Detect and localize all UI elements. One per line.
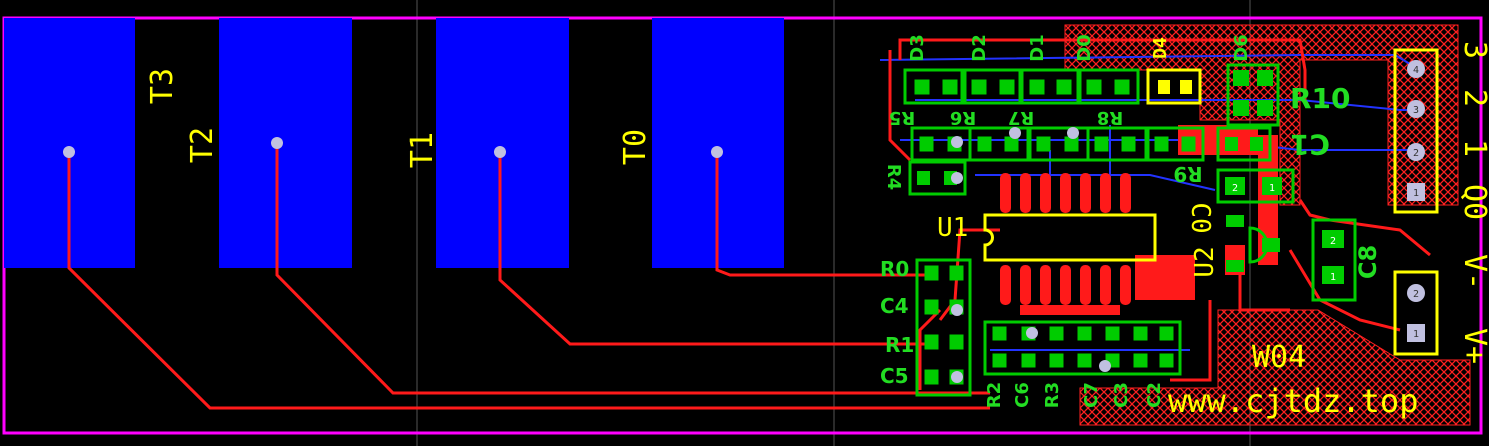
label-d0: D0 bbox=[1074, 34, 1095, 61]
label-c5: C5 bbox=[880, 364, 909, 388]
label-c7: C7 bbox=[1081, 382, 1102, 408]
capacitor-c8: 2 1 bbox=[1311, 218, 1357, 302]
ic-u1 bbox=[983, 173, 1157, 305]
label-r6: R6 bbox=[950, 107, 976, 128]
board-url: www.cjtdz.top bbox=[1168, 382, 1418, 420]
label-u2: U2 bbox=[1190, 246, 1220, 277]
label-r9: R9 bbox=[1173, 162, 1202, 186]
label-u1: U1 bbox=[937, 213, 968, 243]
label-t0: T0 bbox=[618, 129, 653, 165]
c8-pin-2: 2 bbox=[1330, 236, 1336, 247]
capacitor-c0: 2 1 bbox=[1216, 168, 1295, 204]
connector-power: 2 1 bbox=[1393, 270, 1439, 356]
bottom-row bbox=[983, 320, 1182, 376]
label-d6: D6 bbox=[1231, 34, 1252, 61]
label-t1: T1 bbox=[405, 132, 440, 168]
label-r7: R7 bbox=[1008, 107, 1034, 128]
label-c0: C0 bbox=[1185, 202, 1215, 233]
j1-pin-3: 3 bbox=[1413, 105, 1419, 116]
power-pin-2: 2 bbox=[1413, 289, 1419, 300]
j1-pin-1: 1 bbox=[1413, 188, 1419, 199]
label-d4: D4 bbox=[1150, 37, 1171, 59]
label-c2: C2 bbox=[1144, 382, 1165, 408]
label-r3: R3 bbox=[1042, 382, 1063, 408]
label-c1: C1 bbox=[1290, 128, 1330, 161]
vias bbox=[63, 127, 1111, 383]
led-row bbox=[903, 68, 1140, 105]
j1-pin-2: 2 bbox=[1413, 148, 1419, 159]
touch-pad-t1 bbox=[436, 18, 569, 268]
label-c4: C4 bbox=[880, 294, 909, 318]
label-v-plus: V+ bbox=[1457, 328, 1489, 364]
label-r2: R2 bbox=[984, 382, 1005, 408]
label-c8: C8 bbox=[1354, 245, 1382, 279]
label-r4: R4 bbox=[883, 164, 904, 190]
j1-pin-4: 4 bbox=[1413, 65, 1419, 76]
capacitor-c1 bbox=[1216, 126, 1272, 162]
regulator-u2 bbox=[1226, 215, 1280, 272]
label-pin-3: 3 bbox=[1457, 41, 1489, 59]
label-d3: D3 bbox=[907, 34, 928, 61]
label-r10: R10 bbox=[1290, 82, 1351, 115]
label-c3: C3 bbox=[1111, 382, 1132, 408]
label-t3: T3 bbox=[145, 68, 180, 104]
label-r1: R1 bbox=[885, 333, 914, 357]
c8-pin-1: 1 bbox=[1330, 272, 1336, 283]
label-r0: R0 bbox=[880, 257, 909, 281]
touch-pad-t2 bbox=[219, 18, 352, 268]
board-title: W04 bbox=[1252, 340, 1306, 375]
label-t2: T2 bbox=[185, 127, 220, 163]
label-r8: R8 bbox=[1097, 107, 1123, 128]
c0-pin-1: 1 bbox=[1269, 183, 1275, 194]
connector-q0: 4 3 2 1 bbox=[1393, 48, 1439, 214]
power-pin-1: 1 bbox=[1413, 329, 1419, 340]
label-pin-2: 2 bbox=[1457, 89, 1489, 107]
label-c6: C6 bbox=[1012, 382, 1033, 408]
label-q0: Q0 bbox=[1457, 184, 1489, 220]
label-d1: D1 bbox=[1027, 34, 1048, 61]
resistor-row bbox=[910, 126, 1205, 162]
label-pin-1: 1 bbox=[1457, 139, 1489, 157]
led-d6 bbox=[1226, 63, 1280, 127]
c0-pin-2: 2 bbox=[1232, 183, 1238, 194]
label-r5: R5 bbox=[889, 107, 915, 128]
label-d2: D2 bbox=[969, 34, 990, 61]
touch-traces bbox=[67, 143, 990, 410]
label-v-minus: V- bbox=[1457, 254, 1489, 290]
led-d4 bbox=[1146, 68, 1202, 105]
